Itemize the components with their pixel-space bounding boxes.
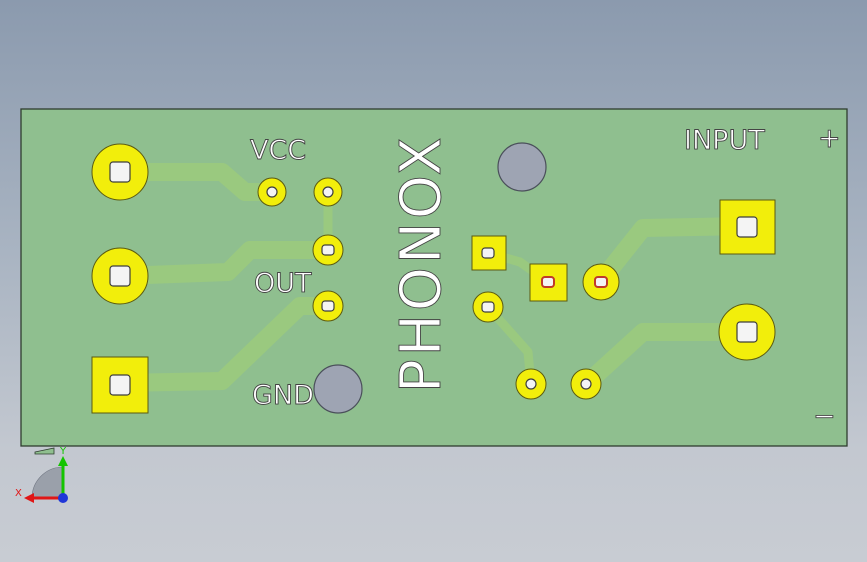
red-drill xyxy=(541,276,555,288)
label-minus: − xyxy=(813,401,836,432)
pad-chip-5[interactable] xyxy=(515,368,547,400)
square-drill xyxy=(736,321,758,343)
z-axis-dot xyxy=(58,493,68,503)
terminal-gnd[interactable] xyxy=(91,356,149,414)
terminal-out[interactable] xyxy=(91,247,149,305)
terminal-input-plus[interactable] xyxy=(719,199,776,255)
small-pads xyxy=(257,177,620,400)
label-out: OUT xyxy=(254,268,312,299)
axis-triad: X Y xyxy=(15,446,68,503)
terminal-input-minus[interactable] xyxy=(718,303,776,361)
pad-gnd[interactable] xyxy=(312,290,344,322)
brand-logo: PHONOX xyxy=(389,134,454,393)
red-drill xyxy=(594,276,608,288)
triad-plane xyxy=(34,447,55,455)
trace-input-minus xyxy=(577,323,756,393)
mounting-hole-bottom xyxy=(313,364,363,414)
x-axis-label: X xyxy=(15,488,22,499)
y-axis-label: Y xyxy=(59,446,67,457)
pad-out[interactable] xyxy=(312,234,344,266)
mounting-hole-top xyxy=(497,142,547,192)
square-drill xyxy=(109,161,131,183)
y-axis-arrowhead xyxy=(58,456,68,466)
label-plus: + xyxy=(818,123,841,154)
pad-vcc-a[interactable] xyxy=(257,177,287,207)
label-input: INPUT xyxy=(684,125,765,156)
square-drill xyxy=(109,374,131,396)
pad-vcc-b[interactable] xyxy=(313,177,343,207)
trace-input-plus xyxy=(591,217,756,291)
pad-chip-6[interactable] xyxy=(570,368,602,400)
triad-sector xyxy=(31,466,64,499)
square-drill xyxy=(736,216,758,238)
pad-chip-4[interactable] xyxy=(582,263,620,301)
square-drill xyxy=(109,265,131,287)
terminal-vcc[interactable] xyxy=(91,143,149,201)
label-vcc: VCC xyxy=(250,135,306,166)
x-axis-arrowhead xyxy=(24,493,34,503)
pad-chip-1[interactable] xyxy=(471,235,507,271)
silkscreen-labels: VCC OUT GND INPUT + − PHONOX xyxy=(250,123,842,433)
pad-chip-3[interactable] xyxy=(529,263,568,302)
mounting-holes xyxy=(313,142,547,414)
pad-chip-2[interactable] xyxy=(472,291,504,323)
trace-out-terminal xyxy=(111,241,337,285)
label-gnd: GND xyxy=(252,380,314,411)
